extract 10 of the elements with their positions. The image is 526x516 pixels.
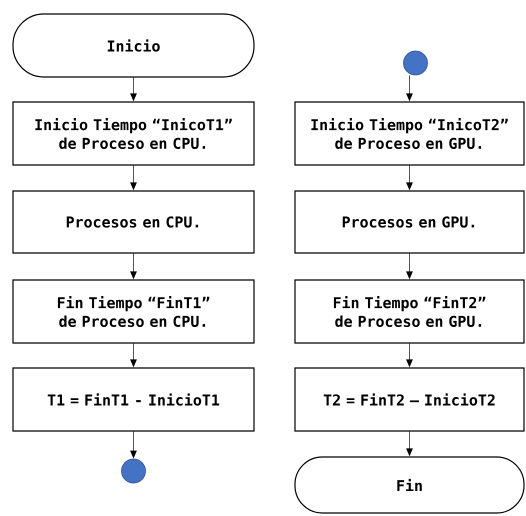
process-box: Fin Tiempo “FinT1” de Proceso en CPU. — [12, 279, 255, 344]
process-box: Fin Tiempo “FinT2” de Proceso en GPU. — [294, 279, 525, 344]
process-box: T1 = FinT1 - InicioT1 — [12, 367, 255, 432]
connector-circle — [403, 50, 428, 76]
process-box: Inicio Tiempo “InicoT1” de Proceso en CPU. — [12, 101, 255, 166]
process-box: Procesos en CPU. — [12, 190, 255, 254]
process-box: Inicio Tiempo “InicoT2” de Proceso en GPU. — [294, 101, 525, 166]
process-box: T2 = FinT2 – InicioT2 — [294, 367, 525, 432]
connector-circle — [121, 458, 146, 484]
process-box: Procesos en GPU. — [294, 190, 525, 254]
